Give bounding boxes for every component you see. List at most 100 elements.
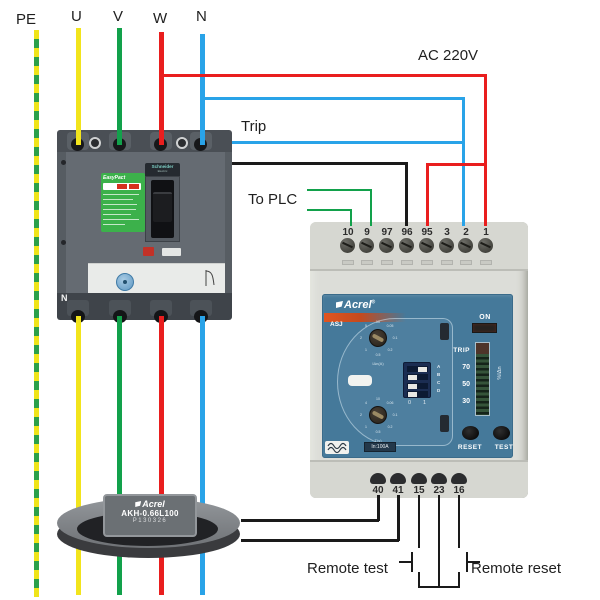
dip-switch-block	[403, 362, 431, 398]
wire-terminal23-common	[438, 495, 440, 588]
terminal-notch	[370, 473, 386, 484]
breaker-lug	[150, 300, 172, 323]
wire-95-branch-vertical	[426, 163, 429, 226]
breaker-neutral-label: N	[61, 293, 68, 303]
trip-curve-icon	[205, 270, 215, 286]
bar-scale-50: 50	[462, 381, 470, 388]
dial-tick: 1	[365, 425, 367, 429]
wire-plc-1-vertical	[370, 189, 372, 226]
wire-plc-1-horizontal	[307, 189, 372, 191]
terminal-notch	[411, 473, 427, 484]
cover-clip	[440, 323, 449, 340]
remote-test-contact-tick	[399, 561, 413, 563]
wire-ac-neutral-to-terminal2	[462, 97, 465, 226]
dip-label: D	[437, 388, 441, 393]
terminal-screw[interactable]	[379, 238, 394, 253]
cover-latch-slot	[348, 375, 372, 386]
dip-position-1: 1	[423, 400, 427, 406]
terminal-screw[interactable]	[478, 238, 493, 253]
terminal-screw[interactable]	[359, 238, 374, 253]
dial-tick: 10	[376, 320, 380, 324]
wire-plc-2-vertical	[350, 209, 352, 226]
wire-ct-40-vertical	[377, 495, 380, 521]
label-remote-reset: Remote reset	[471, 560, 562, 577]
terminal-notch	[431, 473, 447, 484]
terminal-number: 10	[342, 227, 354, 238]
rated-current-label: In:100A	[364, 442, 396, 452]
ct-brand-text: Acrel	[142, 499, 165, 509]
wire-u-bottom	[76, 316, 81, 595]
test-button[interactable]	[493, 426, 510, 440]
dip-switch[interactable]	[407, 366, 428, 372]
wire-ac-live-horizontal	[161, 74, 487, 77]
relay-front-panel: Acrel® ASJ 10 0.05 0.1 0.2 0.5 1 2 5 IΔn…	[322, 294, 513, 458]
breaker-toggle-handle[interactable]	[153, 192, 172, 222]
wire-v-top	[117, 28, 122, 145]
trip-indicator-label: TRIP	[453, 347, 470, 354]
wire-trip-signal	[232, 141, 464, 144]
terminal-number: 1	[483, 227, 489, 238]
wire-common-bottom	[418, 586, 460, 588]
dial-knob[interactable]	[369, 406, 387, 424]
breaker-badges	[103, 183, 141, 190]
terminal-screw[interactable]	[458, 238, 473, 253]
bar-scale-30: 30	[462, 398, 470, 405]
dip-switch[interactable]	[407, 383, 428, 389]
terminal-number: 41	[392, 485, 404, 496]
terminal-number: 23	[433, 485, 445, 496]
terminal-screw[interactable]	[419, 238, 434, 253]
dial-caption: IΔn(A)	[372, 361, 384, 366]
wire-w-bottom	[159, 316, 164, 595]
label-ac220v: AC 220V	[418, 47, 479, 64]
label-to-plc: To PLC	[248, 191, 298, 208]
wire-95-branch-horizontal	[426, 163, 487, 166]
registered-mark: ®	[371, 299, 376, 306]
wire-terminal15-upper	[418, 495, 420, 548]
reset-button[interactable]	[462, 426, 479, 440]
label-pe: PE	[16, 11, 37, 28]
schneider-brand-text2: Electric	[157, 168, 168, 173]
breaker-lug	[109, 300, 131, 323]
terminal-screw[interactable]	[439, 238, 454, 253]
breaker-top-terminal-strip	[57, 130, 232, 152]
trip-time-dial[interactable]: 10 0.06 0.1 0.2 0.5 1 2 4	[356, 393, 400, 437]
breaker-trip-button[interactable]	[143, 247, 154, 256]
dial-tick: 0.05	[386, 324, 394, 328]
acrel-flag-icon	[135, 501, 142, 507]
breaker-adjustment-strip	[88, 263, 225, 296]
terminal-screw[interactable]	[399, 238, 414, 253]
on-led-window	[472, 323, 497, 333]
test-button-label: TEST	[494, 444, 514, 451]
dial-tick: 0.2	[387, 348, 393, 352]
breaker-small-label	[162, 248, 181, 256]
schneider-logo: Schneider Electric	[145, 163, 180, 176]
dial-tick: 1	[365, 348, 367, 352]
dial-tick: 0.5	[375, 430, 381, 434]
wire-ct-40-horizontal	[241, 519, 379, 522]
acrel-flag-icon	[336, 301, 343, 308]
ct-serial: P130326	[132, 518, 168, 524]
wire-ac-live-to-terminal1	[484, 74, 487, 226]
leakage-current-dial[interactable]: 10 0.05 0.1 0.2 0.5 1 2 5	[356, 316, 400, 360]
on-indicator-label: ON	[479, 314, 491, 321]
dial-knob[interactable]	[369, 329, 387, 347]
reset-button-label: RESET	[457, 444, 483, 451]
dip-switch[interactable]	[407, 391, 428, 397]
wire-ct-41-horizontal	[241, 539, 399, 542]
breaker-toggle-frame	[145, 176, 180, 242]
current-transformer: Acrel AKH-0.66L100 P130326	[55, 492, 245, 560]
dip-label: C	[437, 380, 441, 385]
breaker-lug	[190, 300, 212, 323]
terminal-notch	[390, 473, 406, 484]
dip-switch[interactable]	[407, 374, 428, 380]
wire-ct-41-vertical	[397, 495, 400, 541]
breaker-adjustment-dial[interactable]	[116, 273, 134, 291]
bar-unit-label: %IΔn	[497, 366, 503, 380]
breaker-right-edge	[225, 152, 232, 293]
circuit-breaker: EasyPact Schneider Electric N	[57, 130, 232, 323]
acrel-brand-text: Acrel	[344, 299, 372, 311]
label-u: U	[71, 8, 82, 25]
leakage-relay: 10 9 97 96 95 3 2 1 Acrel® ASJ 10 0.05 0…	[310, 222, 528, 498]
terminal-screw[interactable]	[340, 238, 355, 253]
